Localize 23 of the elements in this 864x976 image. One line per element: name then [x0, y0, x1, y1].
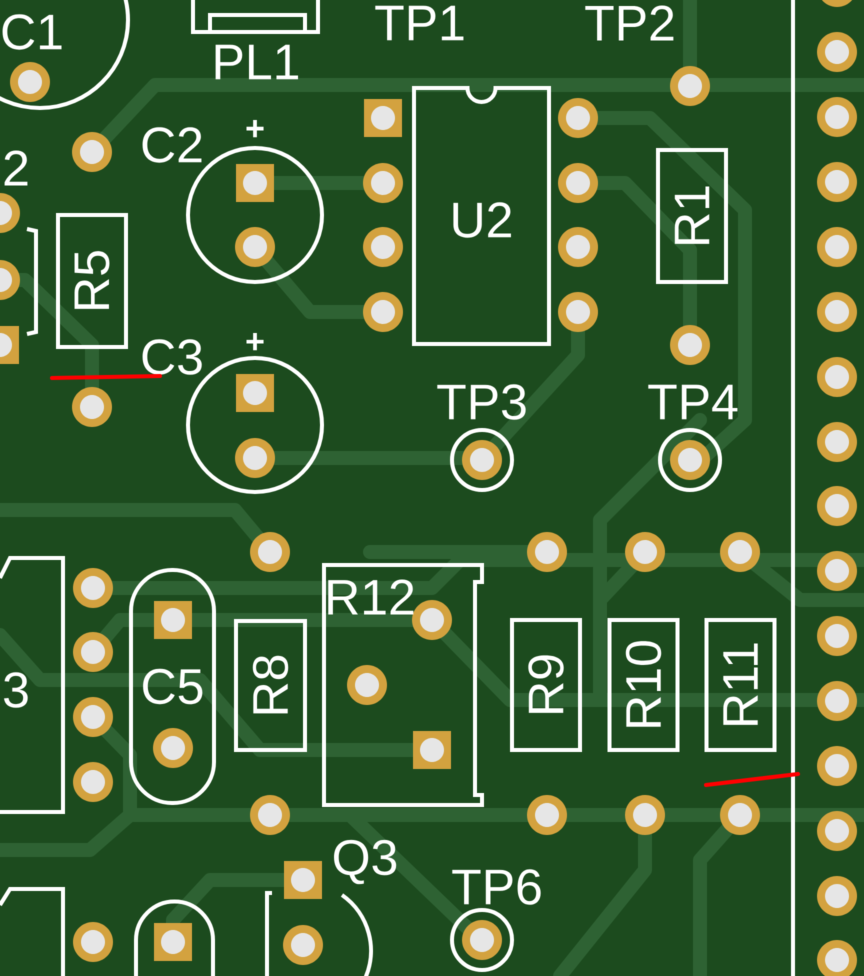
capacitor-outline: C5	[129, 568, 216, 805]
silkscreen-label: TP4	[648, 384, 738, 420]
silkscreen-label: Q3	[334, 840, 396, 884]
silkscreen-label: +	[246, 120, 264, 138]
silkscreen-label: 3	[4, 672, 28, 708]
silkscreen-label: C2	[142, 127, 202, 163]
resistor-outline: R9	[510, 618, 582, 752]
silkscreen-label: 2	[4, 150, 28, 186]
silkscreen-label: TP2	[585, 6, 674, 40]
resistor-outline: R11	[704, 618, 777, 752]
resistor-outline: R8	[234, 619, 307, 752]
chip-outline: U2	[412, 86, 551, 346]
silkscreen-label: TP6	[452, 869, 541, 905]
silkscreen-label: TP1	[375, 6, 464, 40]
resistor-outline: R5	[56, 213, 128, 349]
resistor-outline: R10	[608, 618, 680, 752]
resistor-outline: R1	[656, 148, 728, 284]
silkscreen-label: PL1	[216, 44, 298, 80]
silkscreen-label: +	[246, 333, 264, 350]
silkscreen-label: C1	[2, 14, 62, 50]
silkscreen-label: TP3	[437, 384, 526, 420]
silkscreen-label: C3	[142, 339, 202, 375]
trimmer-outline: R12	[322, 563, 484, 807]
